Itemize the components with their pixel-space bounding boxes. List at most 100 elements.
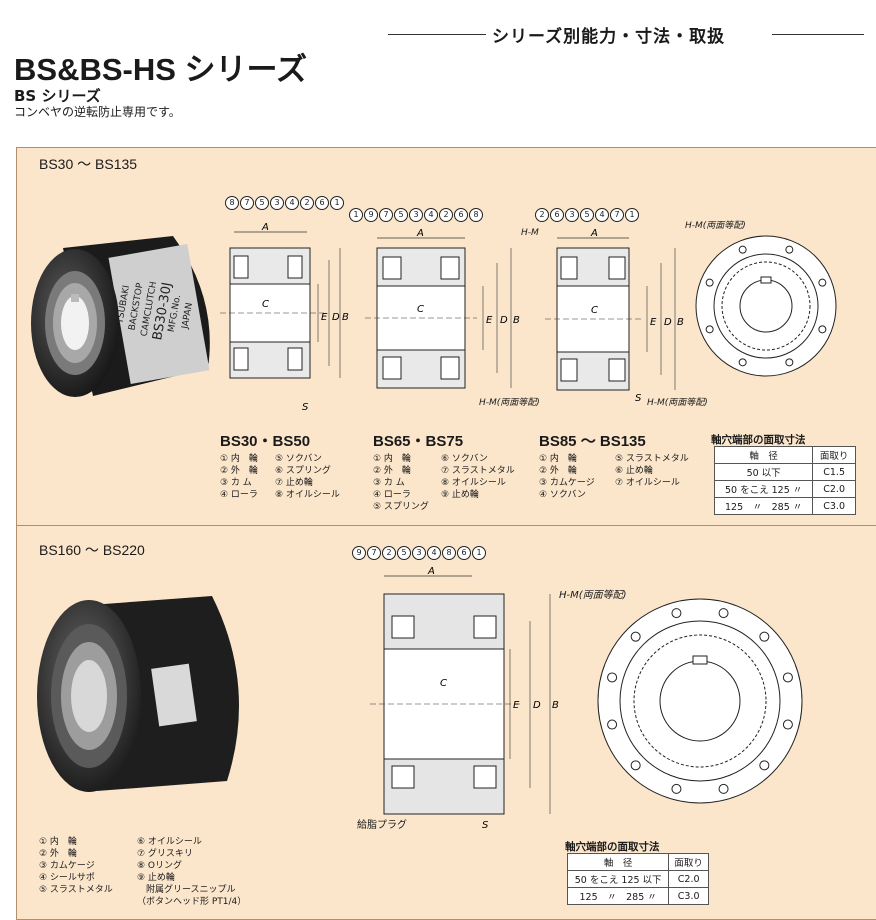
legend-bs65-left: ① 内 輪 ② 外 輪 ③ カ ム ④ ローラ ⑤ スプリング: [373, 453, 429, 513]
table-cell: C3.0: [812, 497, 856, 515]
callout-marker: 5: [580, 208, 594, 222]
legend-item: ⑦ スラストメタル: [441, 466, 515, 476]
table-header: 軸 径: [713, 446, 814, 464]
section-bs30-bs135: BS30 ～ BS135 TSUBAKI BACKSTOP CAMCLUTCH …: [16, 147, 876, 527]
callout-marker: 9: [364, 208, 378, 222]
section-title: BS160 ～ BS220: [39, 542, 145, 558]
table-cell: 125 〃 285 〃: [713, 497, 814, 515]
legend-item: ⑤ スラストメタル: [615, 454, 689, 464]
section-title: BS30 ～ BS135: [39, 156, 138, 172]
legend-item: ⑤ ソクバン: [275, 454, 322, 464]
legend-item: ② 外 輪: [220, 466, 258, 476]
legend-item: ③ カムケージ: [539, 478, 595, 488]
diagram-title-bs85: BS85 ～ BS135: [539, 433, 646, 450]
callout-marker: 7: [610, 208, 624, 222]
legend-item: ④ ローラ: [220, 490, 258, 500]
callout-marker: 9: [352, 546, 366, 560]
camclutch-photo: [31, 236, 210, 397]
chamfer-table-title: 軸穴端部の面取寸法: [711, 434, 806, 446]
legend-bs160-left: ① 内 輪 ② 外 輪 ③ カムケージ ④ シールサポ ⑤ スラストメタル: [39, 836, 113, 896]
legend-item: ⑥ スプリング: [275, 466, 331, 476]
page-title: BS&BS-HS シリーズ: [14, 52, 307, 87]
legend-bs65-right: ⑥ ソクバン ⑦ スラストメタル ⑧ オイルシール ⑨ 止め輪: [441, 453, 515, 501]
bolt-hole: [738, 245, 747, 254]
bolt-hole: [718, 608, 729, 619]
callout-marker: 2: [382, 546, 396, 560]
dim-e: E: [486, 315, 493, 326]
dim-a: A: [427, 566, 435, 577]
bolt-hole: [630, 760, 641, 771]
table-row: 50 をこえ 125 以下 C2.0: [566, 870, 709, 888]
legend-item: ③ カ ム: [220, 478, 252, 488]
dim-d: D: [332, 312, 340, 323]
callout-marker: 4: [285, 196, 299, 210]
bolt-hole: [607, 672, 618, 683]
end-view-large: [597, 598, 803, 804]
bolt-hole: [738, 358, 747, 367]
callout-marker: 7: [367, 546, 381, 560]
dim-a: A: [416, 228, 424, 239]
callout-marker: 8: [442, 546, 456, 560]
callout-marker: 6: [550, 208, 564, 222]
camclutch-photo-large: [37, 596, 239, 792]
page-subtitle: BS シリーズ: [14, 87, 101, 105]
callout-marker: 7: [379, 208, 393, 222]
callout-marker: 2: [535, 208, 549, 222]
dim-e: E: [321, 312, 328, 323]
legend-bs85-left: ① 内 輪 ② 外 輪 ③ カムケージ ④ ソクバン: [539, 453, 595, 501]
legend-bs30-right: ⑤ ソクバン ⑥ スプリング ⑦ 止め輪 ⑧ オイルシール: [275, 453, 340, 501]
callout-marker: 6: [454, 208, 468, 222]
callout-marker: 7: [240, 196, 254, 210]
hm-label-bs65: H-M(両面等配): [479, 398, 540, 408]
page-description: コンベヤの逆転防止専用です。: [14, 105, 181, 119]
header-rule-right: [772, 34, 864, 35]
table-header: 軸 径: [566, 853, 670, 871]
legend-item: ⑦ 止め輪: [275, 478, 313, 488]
callout-marker: 1: [625, 208, 639, 222]
header-rule-left: [388, 34, 486, 35]
callout-marker: 1: [472, 546, 486, 560]
legend-bs160-right: ⑥ オイルシール ⑦ グリスキリ ⑧ Oリング ⑨ 止め輪 附属グリースニップル…: [137, 836, 246, 908]
legend-item: ② 外 輪: [39, 849, 77, 859]
bolt-hole: [671, 783, 682, 794]
legend-item: ② 外 輪: [539, 466, 577, 476]
series-tag: シリーズ別能力・寸法・取扱: [492, 27, 726, 47]
bolt-hole: [818, 278, 827, 287]
bs85-cross-section: A C E D B S: [545, 228, 684, 404]
dim-a: A: [590, 228, 598, 239]
legend-item: ⑨ 止め輪: [441, 490, 479, 500]
table-row: 125 〃 285 〃 C3.0: [566, 887, 709, 905]
dim-e: E: [650, 317, 657, 328]
callout-marker: 8: [469, 208, 483, 222]
callout-marker: 2: [300, 196, 314, 210]
bolt-hole: [718, 783, 729, 794]
grease-plug-label: 給脂プラグ: [357, 820, 407, 831]
bolt-hole: [671, 608, 682, 619]
bolt-hole: [705, 325, 714, 334]
table-cell: 50 以下: [713, 463, 814, 481]
bolt-hole: [785, 245, 794, 254]
hm-label-large: H-M(両面等配): [559, 590, 627, 601]
callout-marker: 4: [427, 546, 441, 560]
dim-d: D: [500, 315, 508, 326]
dim-c: C: [440, 678, 447, 689]
legend-item: ⑤ スプリング: [373, 502, 429, 512]
bolt-hole: [607, 719, 618, 730]
bolt-hole: [818, 325, 827, 334]
bolt-hole: [785, 358, 794, 367]
dim-e: E: [513, 700, 520, 711]
legend-item: ④ シールサポ: [39, 873, 95, 883]
dim-b: B: [513, 315, 520, 326]
bolt-hole: [782, 719, 793, 730]
table-header: 面取り: [668, 853, 709, 871]
chamfer-table: 軸 径 面取り 50 以下 C1.5 50 をこえ 125 〃 C2.0 125…: [713, 446, 856, 515]
dim-b: B: [552, 700, 559, 711]
legend-item: ⑦ グリスキリ: [137, 849, 193, 859]
legend-bs30-left: ① 内 輪 ② 外 輪 ③ カ ム ④ ローラ: [220, 453, 258, 501]
dim-d: D: [533, 700, 541, 711]
legend-item: ① 内 輪: [539, 454, 577, 464]
bs160-cross-section: A C E D B S: [370, 566, 559, 831]
table-cell: 50 をこえ 125 以下: [566, 870, 670, 888]
